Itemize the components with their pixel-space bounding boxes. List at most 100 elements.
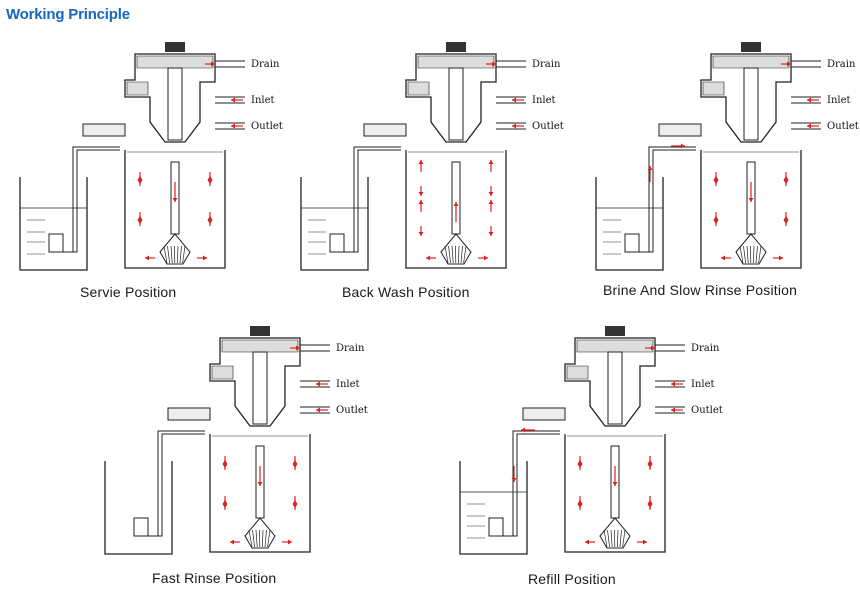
- injector: [82, 123, 126, 137]
- brine-valve: [329, 233, 345, 253]
- outlet-label: Outlet: [532, 121, 564, 132]
- resin-tank: [405, 150, 507, 269]
- outlet-port: [215, 122, 245, 130]
- inlet-port: [791, 96, 821, 104]
- injector: [167, 407, 211, 421]
- brine-line: [503, 430, 560, 537]
- piston: [448, 67, 464, 141]
- brine-tank: [459, 430, 560, 555]
- outlet-port: [300, 406, 330, 414]
- injector: [363, 123, 407, 137]
- flow-arrows: [418, 61, 496, 261]
- flow-arrows: [137, 61, 215, 261]
- strainer-basket: [599, 517, 631, 549]
- valve-body: [405, 53, 497, 143]
- outlet-port: [655, 406, 685, 414]
- distributor-tube: [170, 161, 180, 235]
- resin-tank: [564, 434, 666, 553]
- valve-cap: [605, 326, 625, 336]
- brine-tank: [595, 146, 696, 271]
- inlet-port: [655, 380, 685, 388]
- page-heading: Working Principle: [6, 6, 130, 23]
- drain-label: Drain: [827, 59, 856, 70]
- drain-label: Drain: [691, 343, 720, 354]
- outlet-port: [791, 122, 821, 130]
- strainer-basket: [244, 517, 276, 549]
- strainer-basket: [735, 233, 767, 265]
- inlet-label: Inlet: [827, 95, 851, 106]
- strainer-basket: [159, 233, 191, 265]
- drain-port: [655, 344, 685, 352]
- brine-valve: [624, 233, 640, 253]
- diagram-caption: Brine And Slow Rinse Position: [603, 282, 798, 298]
- inlet-label: Inlet: [532, 95, 556, 106]
- diagram-caption: Back Wash Position: [342, 284, 470, 300]
- brine-line: [148, 430, 205, 537]
- brine-tank: [19, 146, 120, 271]
- valve-body: [564, 337, 656, 427]
- valve-cap: [165, 42, 185, 52]
- valve-cap: [741, 42, 761, 52]
- brine-tank: [300, 146, 401, 271]
- outlet-label: Outlet: [336, 405, 368, 416]
- brine-line: [639, 146, 696, 253]
- outlet-label: Outlet: [827, 121, 859, 132]
- drain-port: [791, 60, 821, 68]
- drain-port: [300, 344, 330, 352]
- valve-cap: [446, 42, 466, 52]
- outlet-port: [496, 122, 526, 130]
- resin-tank: [700, 150, 802, 269]
- resin-tank: [124, 150, 226, 269]
- injector: [522, 407, 566, 421]
- brine-tank: [104, 430, 205, 555]
- valve-body: [124, 53, 216, 143]
- drain-label: Drain: [336, 343, 365, 354]
- drain-port: [496, 60, 526, 68]
- brine-line: [63, 146, 120, 253]
- drain-label: Drain: [251, 59, 280, 70]
- brine-line: [344, 146, 401, 253]
- flow-arrows: [222, 345, 300, 545]
- outlet-label: Outlet: [691, 405, 723, 416]
- valve-body: [700, 53, 792, 143]
- resin-tank: [209, 434, 311, 553]
- distributor-tube: [451, 161, 461, 235]
- valve-cap: [250, 326, 270, 336]
- brine-valve: [48, 233, 64, 253]
- diagram-caption: Fast Rinse Position: [152, 570, 277, 586]
- distributor-tube: [610, 445, 620, 519]
- inlet-label: Inlet: [336, 379, 360, 390]
- flow-arrows: [647, 61, 791, 261]
- drain-port: [215, 60, 245, 68]
- flow-arrows: [511, 345, 655, 545]
- distributor-tube: [746, 161, 756, 235]
- inlet-port: [300, 380, 330, 388]
- brine-valve: [133, 517, 149, 537]
- inlet-label: Inlet: [691, 379, 715, 390]
- distributor-tube: [255, 445, 265, 519]
- drain-label: Drain: [532, 59, 561, 70]
- piston: [607, 351, 623, 425]
- outlet-label: Outlet: [251, 121, 283, 132]
- piston: [167, 67, 183, 141]
- brine-valve: [488, 517, 504, 537]
- diagram-caption: Servie Position: [80, 284, 177, 300]
- inlet-port: [215, 96, 245, 104]
- injector: [658, 123, 702, 137]
- piston: [252, 351, 268, 425]
- inlet-label: Inlet: [251, 95, 275, 106]
- strainer-basket: [440, 233, 472, 265]
- valve-body: [209, 337, 301, 427]
- inlet-port: [496, 96, 526, 104]
- diagram-caption: Refill Position: [528, 571, 616, 587]
